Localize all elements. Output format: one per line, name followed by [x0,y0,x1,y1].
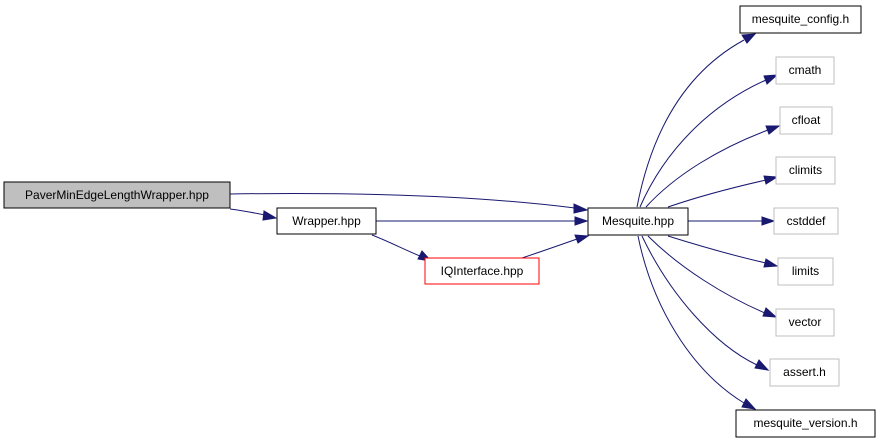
arrowhead-mesquite-to-cfloat [765,125,781,135]
node-label-cfloat: cfloat [792,113,821,127]
edge-mesquite-to-cfloat [645,129,769,208]
edge-mesquite-to-cmath [639,79,767,208]
node-label-cmath: cmath [789,63,822,77]
node-label-limits: limits [792,264,819,278]
node-climits: climits [775,156,836,185]
node-label-assert-h: assert.h [783,365,826,379]
node-iqinterface-hpp[interactable]: IQInterface.hpp [424,257,540,285]
arrowhead-mesquite-to-mesquite-config [741,33,757,44]
edge-root-to-mesquite [229,193,576,209]
node-cmath: cmath [775,56,835,85]
node-label-vector: vector [789,315,822,329]
edge-mesquite-to-limits [667,235,767,264]
arrowhead-mesquite-to-limits [763,258,779,268]
node-mesquite-version-h[interactable]: mesquite_version.h [735,409,876,438]
arrowhead-wrapper-to-mesquite [574,216,589,226]
arrowhead-mesquite-to-climits [763,175,779,185]
node-paverminedgelengthwrapper-hpp: PaverMinEdgeLengthWrapper.hpp [3,181,231,209]
arrowhead-mesquite-to-cmath [763,74,779,85]
node-label-root: PaverMinEdgeLengthWrapper.hpp [25,188,209,202]
arrowhead-iqinterface-to-mesquite [574,234,590,244]
edge-mesquite-to-mesquite-config [636,39,745,208]
edge-mesquite-to-mesquite-version [637,235,745,404]
node-label-wrapper: Wrapper.hpp [292,214,361,228]
node-label-cstddef: cstddef [787,214,826,228]
edge-mesquite-to-climits [667,179,767,208]
node-label-mesquite: Mesquite.hpp [602,214,674,228]
node-wrapper-hpp[interactable]: Wrapper.hpp [276,207,377,235]
edge-mesquite-to-vector [647,235,766,314]
edge-mesquite-to-assert-h [641,235,758,366]
arrowhead-root-to-mesquite [573,203,589,214]
node-assert-h: assert.h [769,358,840,387]
arrowhead-mesquite-to-assert-h [754,359,770,371]
node-label-mesquite-version: mesquite_version.h [753,416,857,430]
node-label-climits: climits [789,163,822,177]
edge-root-to-wrapper [229,208,266,216]
arrowhead-root-to-wrapper [262,210,278,221]
node-label-iqinterface: IQInterface.hpp [441,264,524,278]
arrowhead-mesquite-to-cstddef [761,216,776,226]
node-mesquite-config-h[interactable]: mesquite_config.h [739,5,862,34]
edges-layer [229,33,781,410]
node-limits: limits [777,257,834,286]
nodes-layer: PaverMinEdgeLengthWrapper.hpp Wrapper.hp… [3,5,876,438]
node-vector: vector [775,308,835,337]
arrowhead-mesquite-to-mesquite-version [741,398,757,410]
node-cfloat: cfloat [779,106,833,135]
edge-wrapper-to-iqinterface [371,234,421,257]
node-cstddef: cstddef [773,207,839,235]
node-mesquite-hpp[interactable]: Mesquite.hpp [587,207,689,236]
node-label-mesquite-config: mesquite_config.h [752,12,849,26]
arrowhead-mesquite-to-vector [762,307,778,318]
edge-iqinterface-to-mesquite [521,238,578,259]
